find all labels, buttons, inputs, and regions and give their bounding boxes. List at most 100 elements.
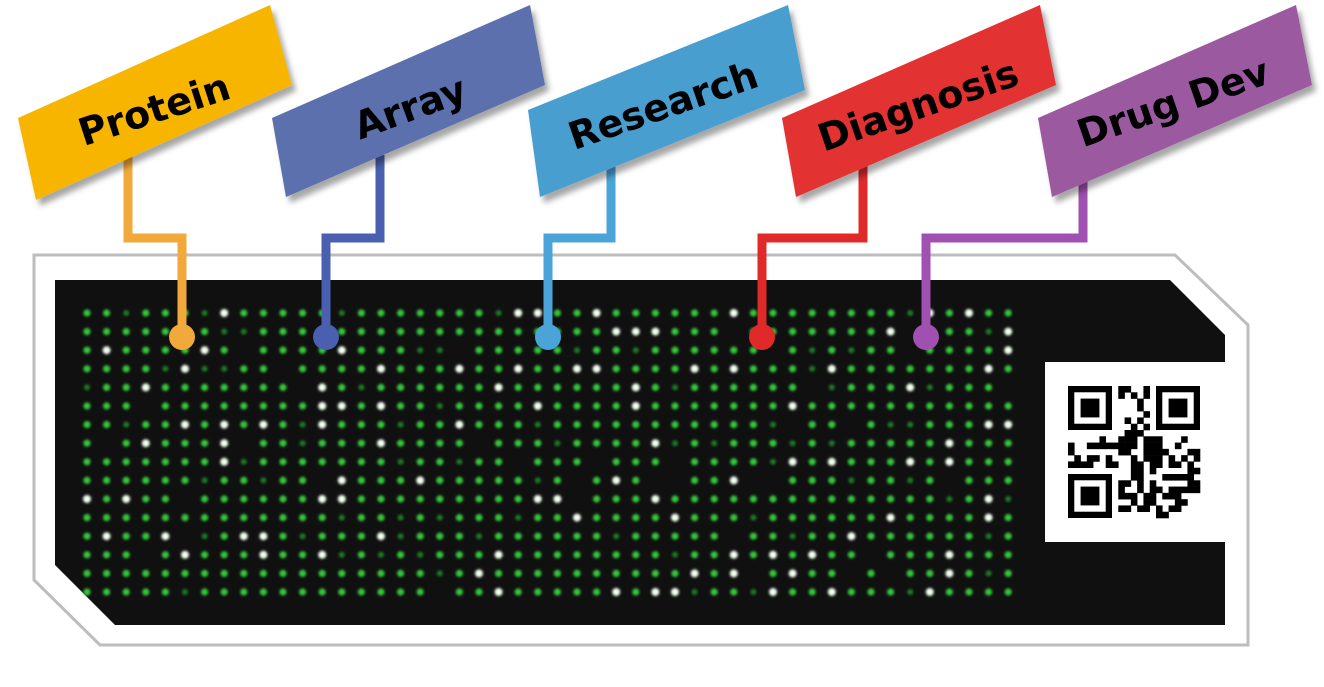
array-spot xyxy=(455,328,463,336)
array-spot xyxy=(240,365,248,373)
array-spot xyxy=(553,402,562,410)
array-spot xyxy=(514,383,522,391)
array-spot xyxy=(201,514,209,522)
array-spot xyxy=(141,383,150,392)
array-spot xyxy=(181,476,189,484)
array-spot xyxy=(691,476,699,484)
array-spot xyxy=(729,550,738,559)
array-spot xyxy=(867,328,875,336)
array-spot xyxy=(593,514,601,522)
array-spot xyxy=(161,458,169,466)
array-spot xyxy=(867,532,875,540)
array-spot xyxy=(789,346,797,354)
array-spot xyxy=(142,421,150,429)
array-spot xyxy=(220,383,228,391)
array-spot xyxy=(201,495,209,503)
array-spot xyxy=(573,532,581,540)
array-spot xyxy=(201,569,209,578)
tag-research: Research xyxy=(528,5,805,197)
array-spot xyxy=(887,551,895,559)
array-spot xyxy=(495,495,503,503)
array-spot xyxy=(808,402,816,410)
array-spot xyxy=(828,402,836,410)
array-spot xyxy=(182,589,188,595)
array-spot xyxy=(259,309,267,317)
array-spot xyxy=(416,569,424,578)
array-spot xyxy=(867,495,875,503)
array-spot xyxy=(985,402,993,410)
array-spot xyxy=(691,421,699,429)
array-spot xyxy=(122,514,130,522)
array-spot xyxy=(671,532,679,540)
array-spot xyxy=(299,533,306,540)
array-spot xyxy=(259,420,268,429)
array-spot xyxy=(495,421,503,429)
array-spot xyxy=(789,383,797,391)
array-spot xyxy=(299,588,307,596)
array-spot xyxy=(769,402,777,410)
array-spot xyxy=(1004,365,1012,373)
array-spot xyxy=(808,476,816,484)
array-spot xyxy=(985,439,993,447)
array-spot xyxy=(259,495,267,503)
array-spot xyxy=(495,476,503,484)
array-spot xyxy=(867,514,875,522)
array-spot xyxy=(593,551,601,559)
array-spot xyxy=(749,458,758,466)
array-spot xyxy=(142,476,150,484)
array-spot xyxy=(1004,327,1013,336)
array-spot xyxy=(397,328,405,336)
array-spot xyxy=(945,421,954,429)
array-spot xyxy=(122,383,130,391)
connector-dot-diagnosis xyxy=(749,324,775,350)
array-spot xyxy=(318,402,327,410)
array-spot xyxy=(651,439,660,448)
array-spot xyxy=(475,328,483,336)
array-spot xyxy=(749,383,758,391)
array-spot xyxy=(671,513,679,522)
array-spot xyxy=(573,383,581,391)
array-spot xyxy=(1005,496,1012,502)
array-spot xyxy=(691,309,699,317)
array-spot xyxy=(808,421,816,429)
array-spot xyxy=(651,532,660,540)
array-spot xyxy=(965,569,973,578)
array-spot xyxy=(828,309,836,317)
array-spot xyxy=(632,514,640,522)
array-spot xyxy=(789,365,797,373)
array-spot xyxy=(279,551,287,559)
array-spot xyxy=(417,551,424,558)
array-spot xyxy=(103,476,111,484)
array-spot xyxy=(847,514,856,522)
array-spot xyxy=(416,476,425,485)
array-spot xyxy=(965,328,973,336)
array-spot xyxy=(397,346,405,354)
array-spot xyxy=(729,364,738,373)
array-spot xyxy=(788,569,797,578)
array-spot xyxy=(181,569,189,578)
array-spot xyxy=(730,402,738,410)
tag-diagnosis: Diagnosis xyxy=(782,5,1056,197)
array-spot xyxy=(631,402,640,410)
array-spot xyxy=(553,309,562,317)
tag-array-box xyxy=(272,5,545,197)
array-spot xyxy=(926,569,934,578)
array-spot xyxy=(632,569,640,578)
array-spot xyxy=(632,476,640,484)
array-spot xyxy=(338,421,346,429)
array-spot xyxy=(122,588,130,596)
array-spot xyxy=(808,328,816,336)
array-spot xyxy=(965,383,973,391)
array-spot xyxy=(181,514,189,522)
array-spot xyxy=(651,309,660,317)
array-spot xyxy=(436,309,444,317)
array-spot xyxy=(201,402,209,410)
array-spot xyxy=(808,309,816,317)
array-spot xyxy=(122,458,130,466)
array-spot xyxy=(592,364,601,373)
array-spot xyxy=(103,551,111,559)
array-spot xyxy=(906,402,914,410)
array-spot xyxy=(553,383,562,391)
array-spot xyxy=(750,514,757,521)
array-spot xyxy=(416,532,424,540)
